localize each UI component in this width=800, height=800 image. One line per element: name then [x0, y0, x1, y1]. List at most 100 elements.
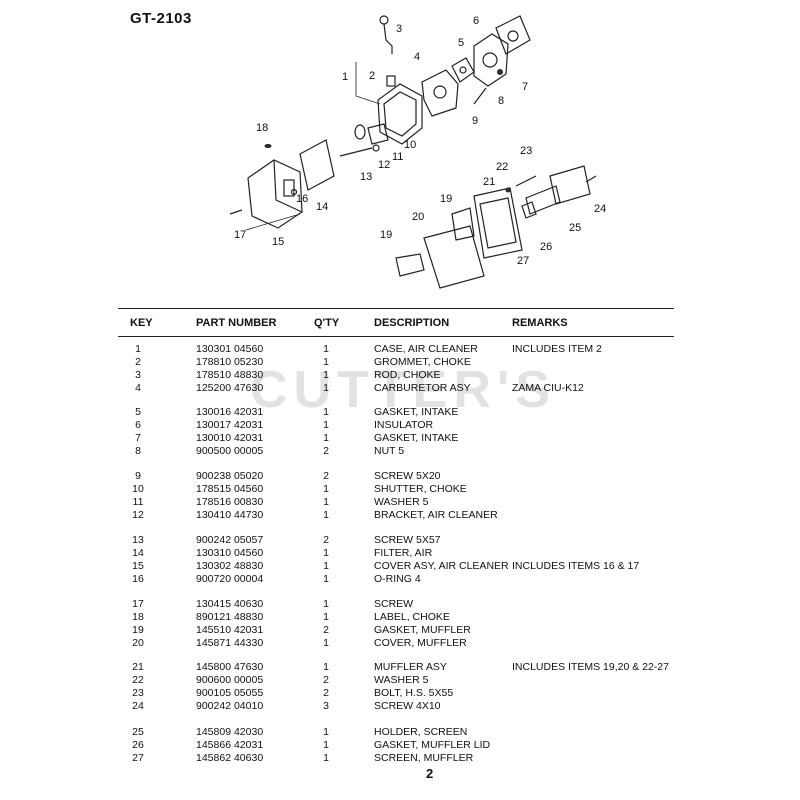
cell-key: 2 — [135, 356, 141, 368]
callout-4: 4 — [414, 51, 420, 63]
cell-qty: 1 — [323, 560, 329, 572]
part-muffler-lid-gasket — [525, 185, 561, 215]
cell-key: 27 — [132, 752, 144, 764]
document-title: GT-2103 — [130, 10, 192, 27]
callout-16: 16 — [296, 193, 308, 205]
part-muffler-screen — [521, 201, 537, 219]
cell-part-number: 145800 47630 — [196, 661, 264, 673]
cell-remarks: ZAMA CIU-K12 — [512, 382, 584, 394]
cell-qty: 1 — [323, 739, 329, 751]
cell-qty: 1 — [323, 752, 329, 764]
cell-description: INSULATOR — [374, 419, 434, 431]
cell-qty: 3 — [323, 700, 329, 712]
part-o-ring — [290, 188, 298, 196]
cell-key: 7 — [135, 432, 141, 444]
cell-description: GASKET, INTAKE — [374, 432, 459, 444]
callout-3: 3 — [396, 23, 402, 35]
cell-qty: 1 — [323, 611, 329, 623]
callout-24: 24 — [594, 203, 606, 215]
cell-remarks: INCLUDES ITEMS 19,20 & 22-27 — [512, 661, 669, 673]
part-screw — [229, 209, 243, 215]
callout-22: 22 — [496, 161, 508, 173]
cell-key: 9 — [135, 470, 141, 482]
cell-qty: 1 — [323, 509, 329, 521]
callout-12: 12 — [378, 159, 390, 171]
part-muffler — [473, 187, 523, 259]
cell-description: GASKET, MUFFLER LID — [374, 739, 491, 751]
table-header-rule — [118, 336, 674, 337]
cell-description: CARBURETOR ASY — [374, 382, 471, 394]
cell-part-number: 900242 04010 — [196, 700, 264, 712]
cell-description: WASHER 5 — [374, 674, 429, 686]
callout-7: 7 — [522, 81, 528, 93]
cell-key: 15 — [132, 560, 144, 572]
cell-part-number: 145809 42030 — [196, 726, 264, 738]
callout-25: 25 — [569, 222, 581, 234]
cell-part-number: 130415 40630 — [196, 598, 264, 610]
cell-description: ROD, CHOKE — [374, 369, 441, 381]
cell-description: BOLT, H.S. 5X55 — [374, 687, 454, 699]
cell-description: MUFFLER ASY — [374, 661, 447, 673]
cell-key: 14 — [132, 547, 144, 559]
table-top-rule — [118, 308, 674, 309]
cell-key: 26 — [132, 739, 144, 751]
header-qty: Q'TY — [314, 317, 340, 329]
cell-description: CASE, AIR CLEANER — [374, 343, 478, 355]
cell-remarks: INCLUDES ITEM 2 — [512, 343, 602, 355]
cell-qty: 1 — [323, 356, 329, 368]
cell-part-number: 900500 00005 — [196, 445, 264, 457]
cell-key: 25 — [132, 726, 144, 738]
cell-description: SHUTTER, CHOKE — [374, 483, 467, 495]
callout-17: 17 — [234, 229, 246, 241]
watermark: CUTTER'S — [250, 361, 556, 419]
cell-description: GASKET, INTAKE — [374, 406, 459, 418]
cell-part-number: 900105 05055 — [196, 687, 264, 699]
cell-qty: 2 — [323, 674, 329, 686]
callout-5: 5 — [458, 37, 464, 49]
cell-qty: 1 — [323, 573, 329, 585]
cell-qty: 2 — [323, 687, 329, 699]
part-gasket-intake — [451, 57, 475, 83]
cell-key: 5 — [135, 406, 141, 418]
cell-qty: 1 — [323, 637, 329, 649]
cell-qty: 1 — [323, 369, 329, 381]
cell-description: HOLDER, SCREEN — [374, 726, 468, 738]
cell-description: SCREW 4X10 — [374, 700, 441, 712]
cell-part-number: 130310 04560 — [196, 547, 264, 559]
part-gasket-intake-2 — [495, 15, 531, 55]
cell-description: GASKET, MUFFLER — [374, 624, 471, 636]
callout-26: 26 — [540, 241, 552, 253]
callout-11: 11 — [392, 151, 403, 163]
cell-key: 17 — [132, 598, 144, 610]
cell-key: 8 — [135, 445, 141, 457]
cell-qty: 1 — [323, 382, 329, 394]
part-bolt — [515, 175, 537, 187]
part-screw-5x20 — [473, 87, 487, 105]
cell-part-number: 130017 42031 — [196, 419, 264, 431]
cell-key: 24 — [132, 700, 144, 712]
callout-18: 18 — [256, 122, 268, 134]
cell-qty: 1 — [323, 419, 329, 431]
cell-description: GROMMET, CHOKE — [374, 356, 471, 368]
header-description: DESCRIPTION — [374, 317, 450, 329]
cell-part-number: 145862 40630 — [196, 752, 264, 764]
cell-part-number: 900238 05020 — [196, 470, 264, 482]
cell-description: COVER ASY, AIR CLEANER — [374, 560, 509, 572]
cell-part-number: 130010 42031 — [196, 432, 264, 444]
